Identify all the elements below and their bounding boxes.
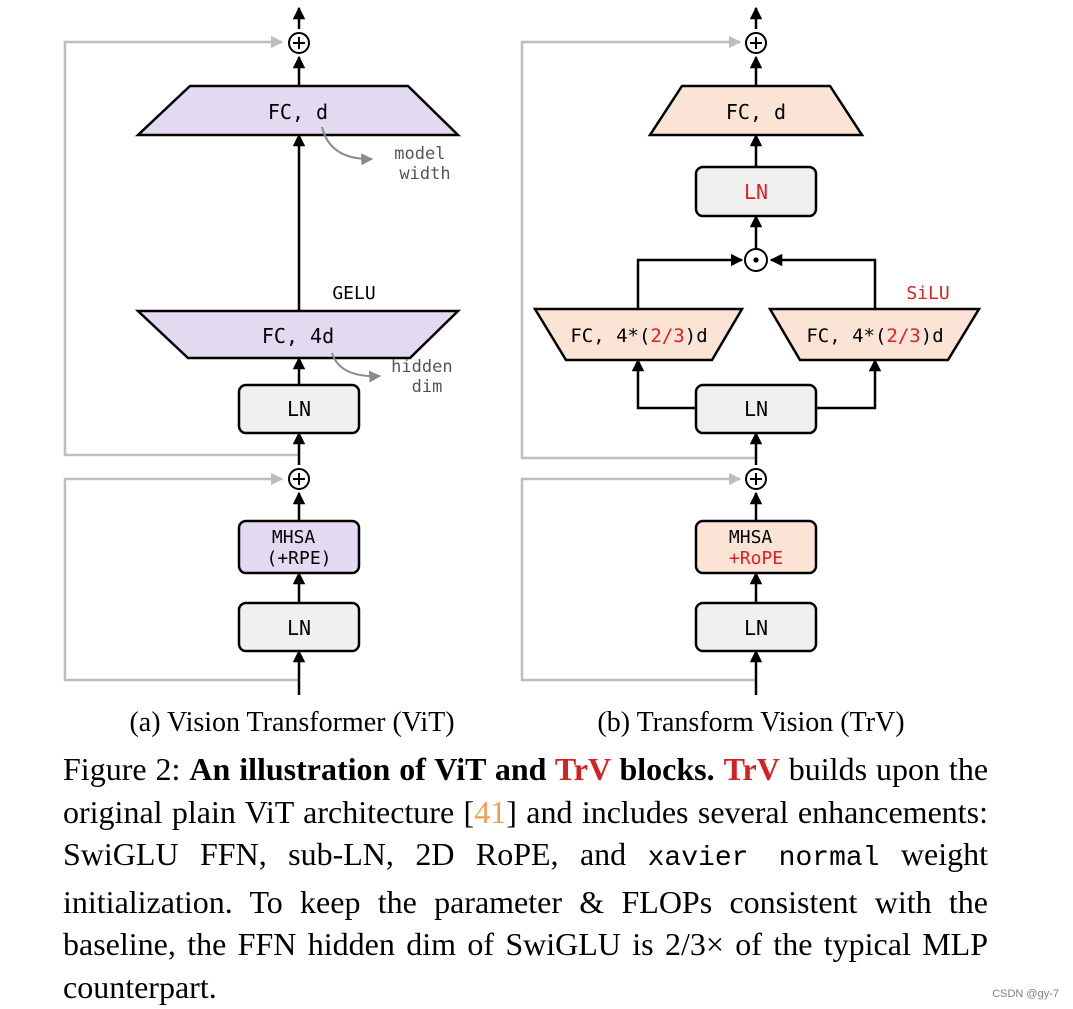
figure-caption: Figure 2: An illustration of ViT and TrV… xyxy=(63,748,988,1009)
trv-subcaption: (b) Transform Vision (TrV) xyxy=(597,707,904,738)
caption-code-xavier: xavier normal xyxy=(647,843,880,875)
vit-subcaption: (a) Vision Transformer (ViT) xyxy=(129,707,454,738)
vit-mhsa-label: MHSA (+RPE) xyxy=(266,527,331,569)
caption-prefix: Figure 2: xyxy=(63,751,190,787)
vit-model-width-label: model width xyxy=(394,144,455,184)
vit-fc-d-block xyxy=(134,84,462,137)
trv-fc-left-block xyxy=(532,307,745,362)
vit-mhsa-block xyxy=(237,519,361,575)
vit-gelu-label: GELU xyxy=(332,283,375,304)
vit-ln-ffn-label: LN xyxy=(287,397,311,421)
trv-mhsa-label: MHSA +RoPE xyxy=(729,527,783,569)
vit-ln-ffn-block xyxy=(237,383,361,435)
vit-hidden-dim-curve xyxy=(331,352,382,383)
trv-fc-d-block xyxy=(647,84,865,137)
caption-trv-highlight: TrV xyxy=(723,751,780,787)
trv-right-to-gate xyxy=(769,253,877,309)
trv-block: FC, d LN SiLU FC, 4*(2/3)d FC, 4*(2/3)d … xyxy=(520,6,982,738)
vit-hidden-dim-label: hidden dim xyxy=(391,357,463,397)
trv-ln-attn-block xyxy=(694,601,818,653)
vit-fc-d-label: FC, d xyxy=(268,100,328,124)
vit-block: FC, d model width GELU FC, 4d hidden dim… xyxy=(63,6,463,738)
trv-ln-split-right xyxy=(816,358,882,410)
trv-ln-split-left xyxy=(631,358,696,410)
vit-fc-4d-label: FC, 4d xyxy=(262,324,334,348)
trv-left-to-gate xyxy=(636,253,744,309)
trv-fc-left-label: FC, 4*(2/3)d xyxy=(570,325,707,347)
vit-skip-attn xyxy=(63,472,299,682)
trv-sub-ln-label: LN xyxy=(744,180,768,204)
vit-ln-attn-label: LN xyxy=(287,616,311,640)
trv-skip-attn xyxy=(520,472,756,682)
vit-fc-4d-block xyxy=(134,309,462,360)
trv-ln-ffn-label: LN xyxy=(744,397,768,421)
caption-text-2: ] and includes several enhancements: Swi… xyxy=(63,793,989,873)
trv-skip-ffn xyxy=(520,35,756,460)
trv-mhsa-block xyxy=(694,519,818,575)
caption-citation-link[interactable]: 41 xyxy=(474,793,507,830)
vit-model-width-curve xyxy=(321,126,374,166)
trv-fc-right-block xyxy=(767,307,982,362)
trv-sub-ln-block xyxy=(694,165,818,218)
caption-text-1: builds upon the original plain ViT archi… xyxy=(63,751,989,830)
vit-skip-ffn xyxy=(63,35,299,457)
caption-bold-title: An illustration of ViT and TrV blocks. xyxy=(189,751,715,787)
vit-ln-attn-block xyxy=(237,601,361,653)
trv-fc-right-label: FC, 4*(2/3)d xyxy=(806,325,943,347)
watermark: CSDN @gy-7 xyxy=(992,988,1059,1000)
caption-text-3: weight initialization. To keep the param… xyxy=(63,836,989,1005)
trv-fc-d-label: FC, d xyxy=(726,100,786,124)
trv-ln-ffn-block xyxy=(694,383,818,435)
trv-silu-label: SiLU xyxy=(906,283,949,304)
trv-ln-attn-label: LN xyxy=(744,616,768,640)
